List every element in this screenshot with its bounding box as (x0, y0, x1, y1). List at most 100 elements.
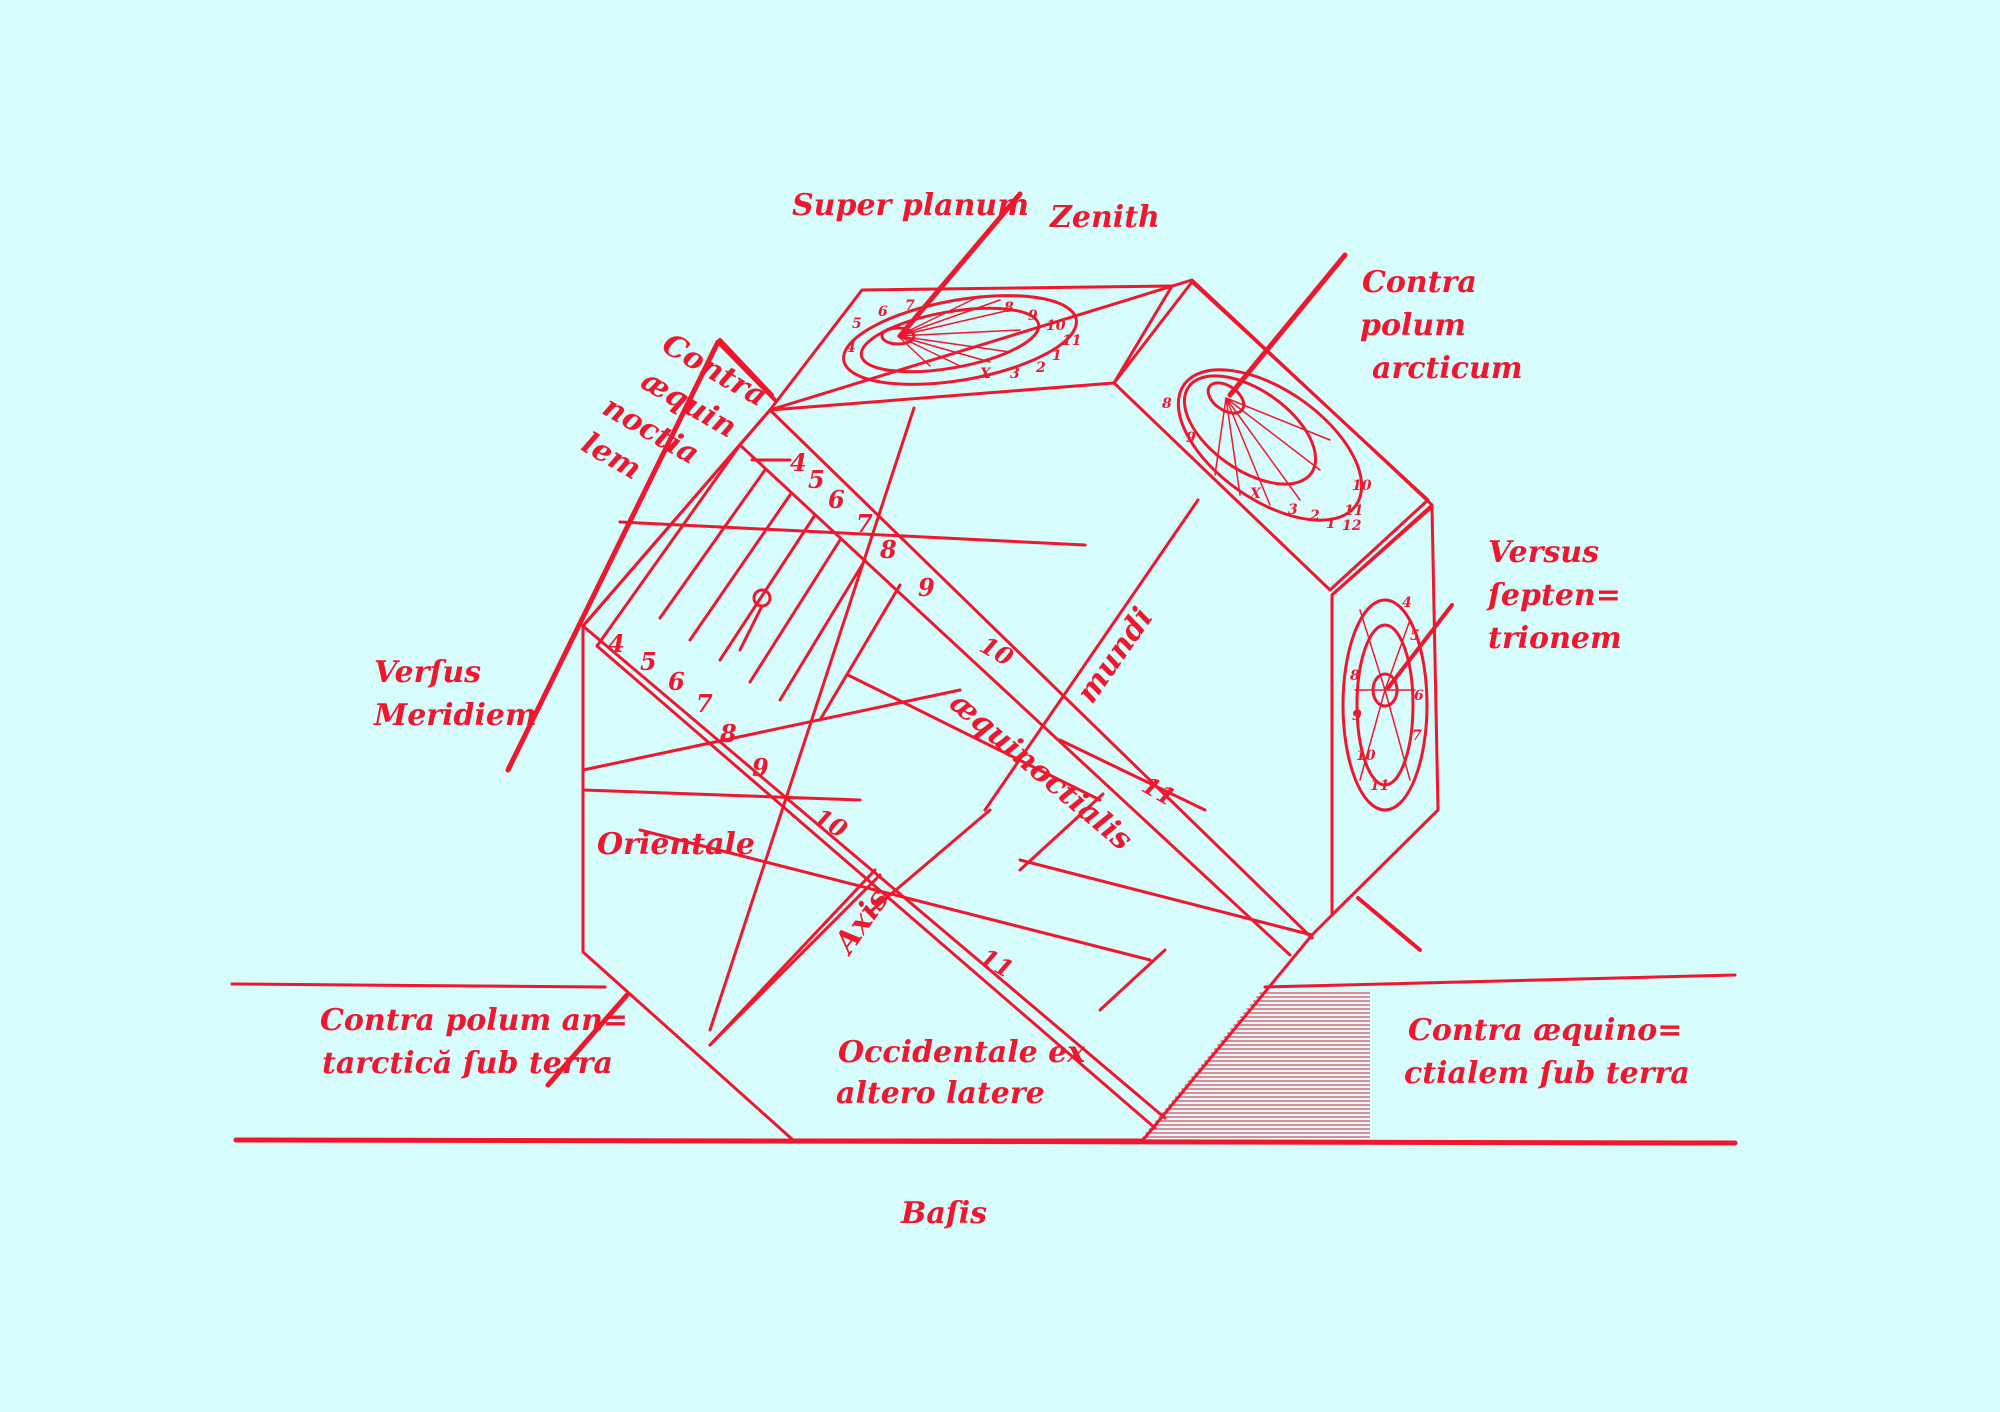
lower-hour-8: 8 (719, 719, 737, 748)
top-face (768, 284, 1174, 412)
ground-line-upper-left (230, 982, 607, 989)
north-dial-num-2: X (1249, 486, 1262, 502)
label-mundi: mundi (1070, 601, 1160, 709)
upper-hour-9: 9 (918, 573, 935, 602)
north-dial-num-0: 8 (1162, 396, 1172, 412)
side-dial-num-6: 10 (1356, 748, 1376, 764)
side-gnomon (1386, 603, 1454, 690)
side-dial-outer (1341, 598, 1429, 812)
lower-right-rod (1356, 896, 1422, 952)
band-gnomon (738, 604, 764, 652)
hour-line-6 (818, 583, 902, 722)
top-dial-num-6: 2 (1035, 360, 1046, 376)
face-divider-3 (638, 828, 1152, 962)
face-divider-2 (1018, 858, 1314, 937)
face-divider-1 (581, 788, 862, 802)
top-dial-num-10: 6 (878, 304, 888, 320)
top-dial-num-3: 11 (1062, 333, 1081, 349)
north-dial-num-4: 2 (1309, 508, 1320, 524)
top-dial-hub (880, 326, 916, 346)
north-dial-num-5: 3 (1288, 502, 1298, 518)
upper-hour-10: 10 (975, 630, 1019, 672)
side-dial-num-2: 6 (1414, 688, 1424, 704)
hour-line-1 (658, 468, 767, 620)
lower-hour-9: 9 (752, 753, 769, 782)
top-dial-num-9: 5 (852, 316, 862, 332)
side-dial-numerals: 4 5 6 7 8 9 10 11 (1350, 595, 1424, 794)
north-dial-outer (1176, 368, 1364, 522)
top-dial-num-11: 7 (905, 298, 915, 314)
upper-hour-8: 8 (879, 535, 897, 564)
label-zenith: Zenith (1049, 200, 1160, 235)
shadow-hatching (1140, 990, 1370, 1140)
label-contra-polum-arcticum-3: arcticum (1372, 351, 1523, 386)
ground-line-upper-right (1263, 973, 1737, 989)
side-dial-num-7: 11 (1370, 778, 1389, 794)
hour-line-2 (688, 493, 792, 642)
side-dial-rays (1354, 609, 1416, 781)
top-dial-num-5: 1 (1052, 348, 1062, 364)
diagonal-e (708, 868, 877, 1047)
upper-hour-4: 4 (790, 448, 807, 477)
lower-hour-6: 6 (668, 667, 685, 696)
hour-line-5 (778, 558, 867, 702)
band-cross-2 (595, 443, 742, 648)
diagonal-f (1098, 948, 1167, 1012)
north-dial-num-8: 12 (1342, 518, 1362, 534)
side-dial-num-0: 4 (1402, 595, 1412, 611)
equinoctial-rod-stub (718, 338, 774, 397)
label-orientale: Orientale (597, 827, 755, 862)
top-dial-num-7: 3 (1010, 366, 1020, 382)
top-dial-num-8: 4 (846, 340, 856, 356)
top-dial-num-2: 10 (1046, 318, 1066, 334)
north-dial-rays (1214, 397, 1331, 506)
side-dial-num-1: 5 (1410, 628, 1420, 644)
hour-line-3 (718, 513, 817, 662)
north-dial-num-7: 11 (1344, 503, 1363, 519)
top-dial-numerals: 8 9 10 11 X 1 2 3 4 5 6 7 (846, 298, 1081, 382)
lower-hour-5: 5 (640, 647, 657, 676)
north-dial-numerals: 8 9 X 1 2 3 10 11 12 (1162, 396, 1372, 534)
north-dial-num-6: 10 (1352, 478, 1372, 494)
top-dial-rays (897, 295, 1021, 367)
label-versus-meridiem-2: Meridiem (373, 698, 537, 733)
right-hour-11-upper: 11 (1137, 770, 1180, 812)
lower-hour-4: 4 (608, 629, 625, 658)
antarctic-rod (545, 992, 630, 1088)
top-dial-num-0: 8 (1004, 300, 1014, 316)
label-contra-aequinoctialem-sub-terra-2: ctialem ſub terra (1404, 1056, 1690, 1091)
side-dial-face (1330, 505, 1440, 917)
meridian-rod (505, 339, 721, 773)
top-dial-num-1: 9 (1028, 308, 1038, 324)
top-dial-outer (842, 294, 1078, 386)
north-gnomon (1227, 252, 1348, 398)
label-versus-meridiem-1: Verſus (374, 655, 481, 690)
lower-hour-10: 10 (809, 802, 853, 844)
north-dial-num-3: 1 (1326, 516, 1336, 532)
upper-hour-6: 6 (828, 485, 845, 514)
label-aequinoctialis: æquinoctialis (943, 685, 1139, 858)
upper-hour-7: 7 (856, 509, 873, 538)
diagonal-a (708, 406, 916, 1032)
band-horizontal-3 (581, 688, 962, 772)
band-horizontal-2 (618, 520, 1087, 547)
hour-line-4 (748, 538, 842, 684)
top-dial-num-4: X (979, 366, 992, 382)
label-contra-polum-arcticum-2: polum (1360, 308, 1466, 343)
upper-hour-5: 5 (808, 465, 825, 494)
side-dial-num-5: 9 (1352, 708, 1362, 724)
side-dial-inner (1355, 623, 1415, 787)
top-gnomon (897, 191, 1023, 339)
label-contra-aequinoctialem-sub-terra-1: Contra æquino= (1408, 1013, 1682, 1048)
side-dial-num-4: 8 (1350, 668, 1360, 684)
north-dial-inner (1182, 374, 1318, 486)
band-horizontal-5 (846, 673, 1102, 802)
diagonal-g (868, 808, 992, 914)
lower-band-inner (595, 644, 1157, 1130)
label-versus-septentrionem-3: trionem (1488, 621, 1622, 656)
label-versus-septentrionem-1: Versus (1488, 535, 1599, 570)
north-face (1112, 280, 1430, 592)
lower-hour-7: 7 (696, 689, 713, 718)
